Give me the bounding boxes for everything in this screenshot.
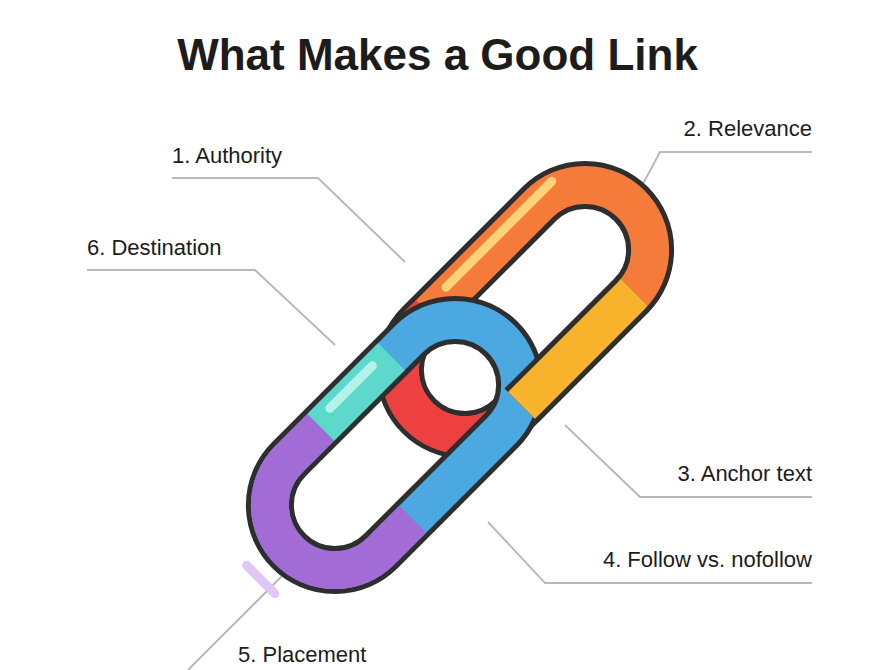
- callout-label: 3. Anchor text: [677, 461, 812, 487]
- callout-label: 4. Follow vs. nofollow: [603, 547, 812, 573]
- leader-lines: [87, 152, 812, 670]
- callout-label: 2. Relevance: [684, 116, 812, 142]
- callout-label: 1. Authority: [172, 143, 282, 169]
- callout-label: 6. Destination: [87, 235, 222, 261]
- callout-label: 5. Placement: [238, 642, 366, 668]
- diagram-title: What Makes a Good Link: [0, 30, 875, 80]
- back-link-overlap: [373, 158, 677, 462]
- front-chain-link: [210, 288, 547, 625]
